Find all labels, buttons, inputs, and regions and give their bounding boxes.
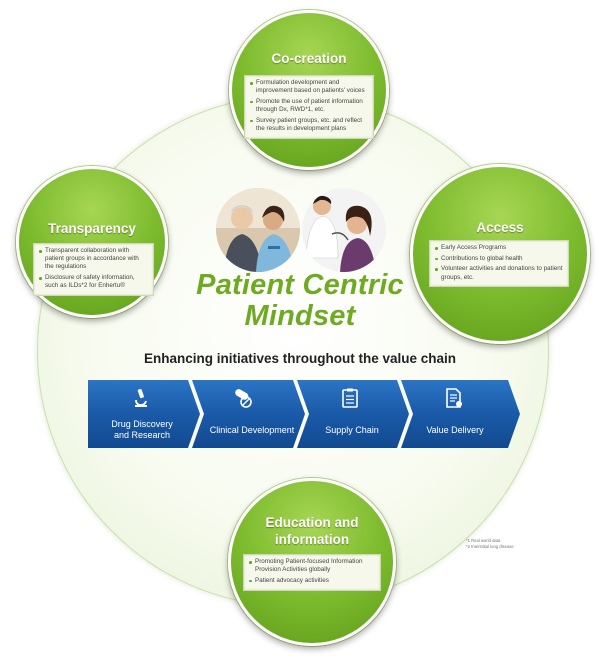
co-creation-item: Survey patient groups, etc. and reflect … [250, 117, 368, 133]
education-list: Promoting Patient-focused Information Pr… [243, 554, 381, 591]
co-creation-bubble: Co-creation Formulation development and … [229, 10, 389, 170]
access-bubble: Access Early Access Programs Contributio… [410, 164, 590, 344]
education-item: Patient advocacy activities [249, 577, 375, 585]
photo-elderly-patient-with-nurse [216, 188, 300, 272]
access-item: Early Access Programs [435, 244, 563, 252]
photo-doctor-with-child [302, 188, 386, 272]
chevron-value-delivery [401, 380, 520, 448]
value-chain-arrows [88, 380, 520, 448]
education-item: Promoting Patient-focused Information Pr… [249, 558, 375, 574]
value-chain-title: Enhancing initiatives throughout the val… [143, 351, 457, 366]
chain-label-supply-chain: Supply Chain [325, 425, 379, 435]
education-bubble: Education and information Promoting Pati… [228, 478, 396, 646]
transparency-bubble: Transparency Transparent collaboration w… [16, 166, 168, 318]
education-title: Education and information [265, 515, 359, 547]
footnote-1: *1 Real world data [466, 538, 501, 543]
access-list: Early Access Programs Contributions to g… [429, 240, 569, 288]
transparency-item: Transparent collaboration with patient g… [39, 247, 148, 272]
microscope-icon [135, 388, 147, 407]
co-creation-list: Formulation development and improvement … [244, 75, 374, 139]
clipboard-icon [342, 388, 358, 408]
transparency-title: Transparency [48, 221, 136, 236]
access-item: Contributions to global health [435, 255, 563, 263]
chain-label-drug-discovery: Drug Discovery and Research [111, 419, 173, 440]
transparency-list: Transparent collaboration with patient g… [33, 243, 154, 297]
center-title: Patient Centric Mindset [160, 270, 440, 332]
access-title: Access [476, 220, 524, 235]
chevron-drug-discovery [88, 380, 200, 448]
co-creation-item: Promote the use of patient information t… [250, 98, 368, 114]
document-icon [446, 388, 462, 408]
chain-label-clinical-development: Clinical Development [209, 425, 295, 435]
access-item: Volunteer activities and donations to pa… [435, 265, 563, 281]
co-creation-item: Formulation development and improvement … [250, 79, 368, 95]
chain-label-value-delivery: Value Delivery [426, 425, 484, 435]
footnote-2: *2 Interstitial lung disease [466, 543, 514, 549]
transparency-item: Disclosure of safety information, such a… [39, 274, 148, 290]
pills-icon [235, 389, 252, 408]
center-title-line1: Patient Centric [196, 269, 404, 301]
footnotes: *1 Real world data *2 Interstitial lung … [466, 538, 514, 549]
co-creation-title: Co-creation [271, 51, 347, 66]
center-title-line2: Mindset [244, 300, 356, 332]
chevron-clinical-development [192, 380, 305, 448]
chevron-supply-chain [297, 380, 409, 448]
